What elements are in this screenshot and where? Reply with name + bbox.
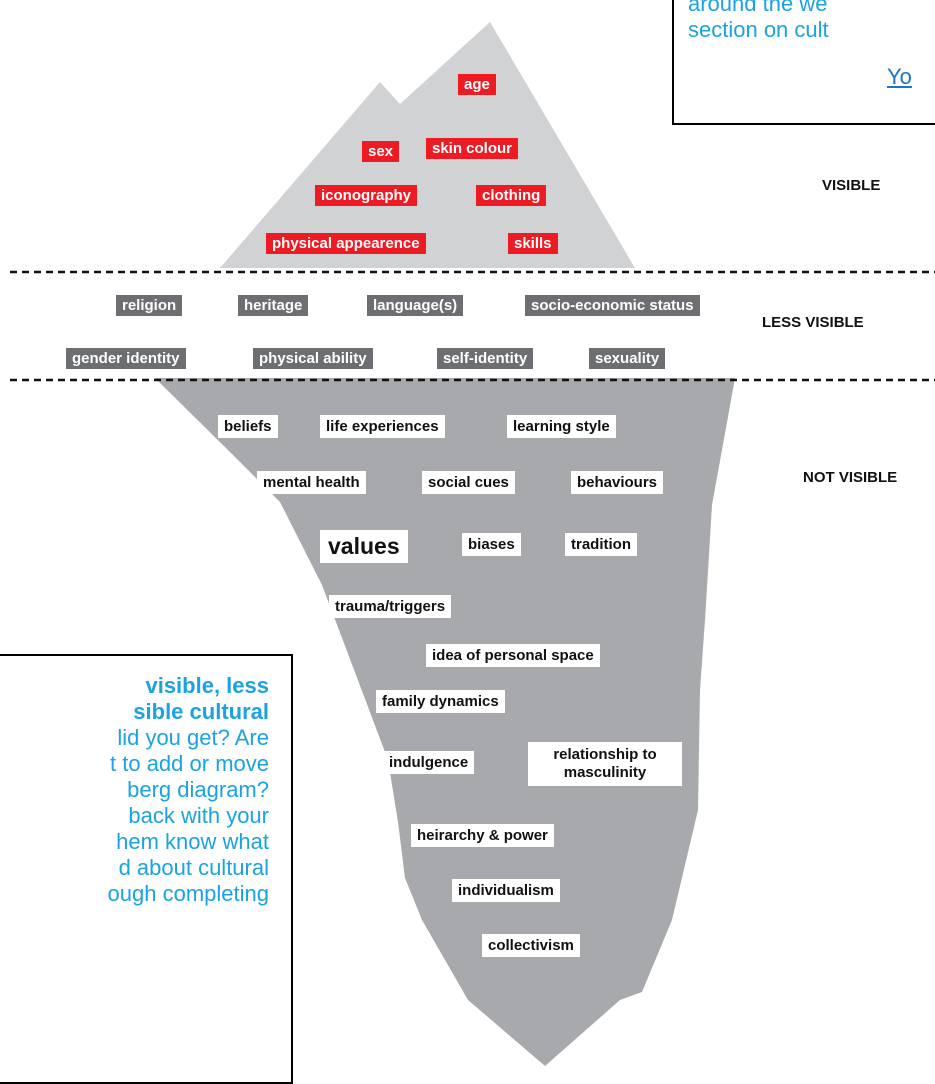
note-bottom-line: d about cultural	[118, 855, 269, 880]
tag-indulgence: indulgence	[383, 751, 475, 774]
note-top-line: around the we	[688, 0, 828, 16]
tag-tradition: tradition	[565, 533, 637, 556]
note-bottom-line: lid you get? Are	[117, 725, 269, 750]
tag-clothing: clothing	[476, 185, 547, 206]
tag-trauma-triggers: trauma/triggers	[329, 595, 452, 618]
tag-skin-colour: skin colour	[426, 138, 519, 159]
note-bottom-line: t to add or move	[110, 751, 269, 776]
tag-gender-identity: gender identity	[66, 348, 186, 369]
tag-behaviours: behaviours	[571, 471, 664, 494]
tag-biases: biases	[462, 533, 521, 556]
tag-socio-economic-status: socio-economic status	[525, 295, 700, 316]
tag-heritage: heritage	[238, 295, 309, 316]
note-bottom-line: hem know what	[116, 829, 269, 854]
tag-social-cues: social cues	[422, 471, 515, 494]
tag-physical-appearence: physical appearence	[266, 233, 426, 254]
level-label-less-visible: LESS VISIBLE	[762, 314, 864, 331]
note-top-link[interactable]: Yo	[887, 64, 912, 89]
tag-sex: sex	[362, 141, 400, 162]
note-bottom-line: ough completing	[107, 881, 269, 906]
tag-religion: religion	[116, 295, 183, 316]
tag-individualism: individualism	[452, 879, 560, 902]
tag-life-experiences: life experiences	[320, 415, 445, 438]
tag-skills: skills	[508, 233, 558, 254]
tag-physical-ability: physical ability	[253, 348, 373, 369]
tag-self-identity: self-identity	[437, 348, 534, 369]
tag-relationship-to-masculinity: relationship to masculinity	[528, 742, 682, 786]
tag-mental-health: mental health	[257, 471, 366, 494]
tag-iconography: iconography	[315, 185, 418, 206]
tag-collectivism: collectivism	[482, 934, 580, 957]
tag-beliefs: beliefs	[218, 415, 278, 438]
tag-values: values	[320, 530, 408, 563]
tag-idea-of-personal-space: idea of personal space	[426, 644, 600, 667]
note-bottom-heading-line: visible, less	[145, 673, 269, 698]
note-top-line: section on cult	[688, 17, 829, 42]
tag-languages: language(s)	[367, 295, 464, 316]
level-label-not-visible: NOT VISIBLE	[803, 469, 898, 486]
note-bottom-line: berg diagram?	[127, 777, 269, 802]
tag-heirarchy-and-power: heirarchy & power	[411, 824, 554, 847]
tag-learning-style: learning style	[507, 415, 616, 438]
level-label-visible: VISIBLE	[822, 177, 881, 194]
tag-age: age	[458, 74, 496, 95]
tag-sexuality: sexuality	[589, 348, 666, 369]
note-bottom-line: back with your	[128, 803, 269, 828]
tag-family-dynamics: family dynamics	[376, 690, 505, 713]
note-bottom-heading-line: sible cultural	[133, 699, 269, 724]
